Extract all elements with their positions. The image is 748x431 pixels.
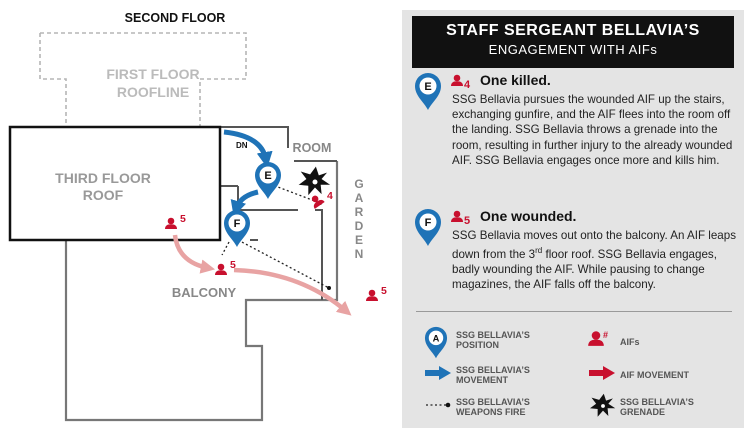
garden-label: G A R D E N (354, 177, 363, 261)
panel-title: STAFF SERGEANT BELLAVIA’S ENGAGEMENT WIT… (412, 16, 734, 68)
entry-e-heading: One killed. (480, 72, 551, 88)
balcony-label: BALCONY (172, 285, 237, 300)
entry-e-text: SSG Bellavia pursues the wounded AIF up … (452, 93, 733, 167)
svg-text:A: A (355, 191, 364, 205)
position-pin-icon: E (415, 73, 441, 110)
svg-text:G: G (354, 177, 363, 191)
aif-movement-arrow-fall (233, 267, 352, 316)
panel-title-main: STAFF SERGEANT BELLAVIA’S (446, 22, 700, 39)
svg-text:E: E (264, 170, 271, 182)
entry-e-aif: 4 (450, 74, 470, 91)
aif-person-icon (451, 74, 463, 86)
entry-f-heading: One wounded. (480, 208, 577, 224)
legend-weapons-fire-icon (426, 402, 451, 408)
legend-movement-arrow-icon (425, 366, 451, 380)
bellavia-movement-arrow-balcony (230, 189, 259, 217)
svg-text:F: F (425, 217, 432, 229)
legend-grenade-icon (590, 393, 616, 417)
svg-text:N: N (355, 247, 364, 261)
explanation-panel: STAFF SERGEANT BELLAVIA’S ENGAGEMENT WIT… (402, 10, 744, 428)
svg-text:#: # (603, 330, 608, 340)
third-floor-roof-label-2: ROOF (83, 187, 124, 203)
legend-aif-icon: # (588, 330, 608, 346)
aif-count-roof: 5 (180, 213, 186, 225)
legend-aifs-label: AIFs (620, 337, 640, 347)
aif-count-room: 4 (327, 190, 333, 202)
third-floor-roof (8, 125, 222, 242)
bellavia-movement-arrow-stairs (223, 129, 273, 168)
entry-f-text: SSG Bellavia moves out onto the balcony.… (452, 229, 736, 292)
room-label: ROOM (293, 141, 332, 155)
aif-count-balcony: 5 (230, 259, 236, 271)
aif-marker-fallen (366, 289, 378, 301)
svg-text:A: A (433, 333, 440, 343)
entry-f-aif: 5 (450, 210, 470, 227)
position-pin-icon: F (415, 209, 441, 246)
svg-text:R: R (355, 205, 364, 219)
svg-text:D: D (355, 219, 364, 233)
svg-text:E: E (424, 81, 431, 93)
aif-person-icon (451, 210, 463, 222)
stair-hall-outline (220, 126, 289, 241)
floor-plan: SECOND FLOOR FIRST FLOOR ROOFLINE DN THI… (8, 11, 387, 422)
second-floor-label: SECOND FLOOR (125, 11, 226, 25)
legend-divider (416, 311, 732, 312)
bellavia-position-pin-f: F (224, 210, 250, 247)
aif-count-fallen: 5 (381, 285, 387, 297)
third-floor-roof-label-1: THIRD FLOOR (55, 170, 151, 186)
first-floor-roofline-label-2: ROOFLINE (117, 84, 189, 100)
aif-movement-arrow-leap (172, 234, 216, 274)
legend-aif-movement-label: AIF MOVEMENT (620, 370, 689, 380)
aif-marker-balcony (215, 263, 227, 275)
first-floor-roofline-label-1: FIRST FLOOR (106, 66, 199, 82)
bellavia-position-pin-e: E (255, 162, 281, 199)
legend-position-pin-icon: A (424, 326, 448, 359)
legend-aif-movement-arrow-icon (589, 366, 615, 380)
second-floor-outline (39, 32, 247, 127)
panel-title-sub: ENGAGEMENT WITH AIFs (488, 42, 658, 57)
svg-text:E: E (355, 233, 363, 247)
room-walls (288, 160, 337, 300)
stairs-down-label: DN (236, 141, 248, 150)
svg-text:F: F (234, 218, 241, 230)
